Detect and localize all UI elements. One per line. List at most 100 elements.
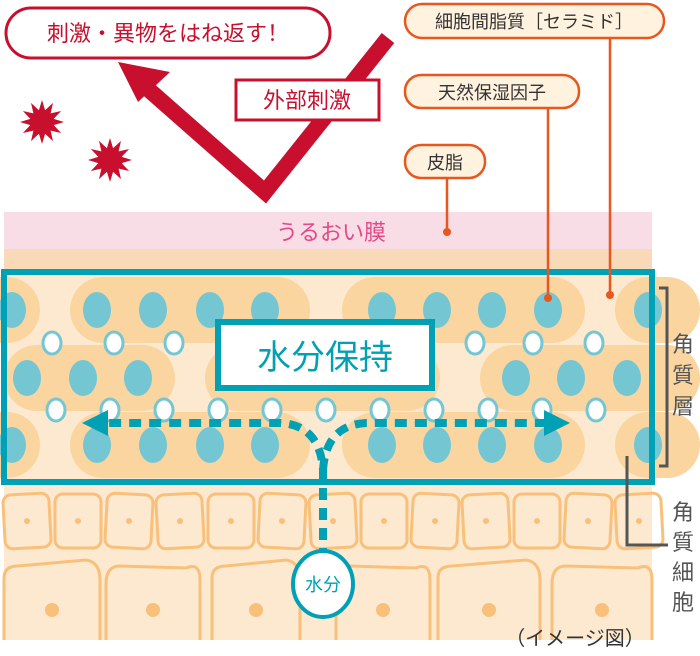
moisture-film-band bbox=[4, 212, 652, 249]
stimulus-arrow-head-icon bbox=[118, 62, 170, 102]
stratum-corneum-bracket bbox=[659, 286, 669, 468]
nmf-dot bbox=[634, 427, 662, 463]
nmf-dot bbox=[196, 427, 224, 463]
water-droplet bbox=[583, 330, 605, 356]
cell-nucleus bbox=[636, 518, 642, 524]
corneocyte-leader-line bbox=[625, 456, 668, 547]
cell-nucleus bbox=[146, 603, 160, 617]
stratum-corneum-frame bbox=[1, 269, 655, 485]
water-droplet bbox=[585, 397, 607, 423]
nmf-dot bbox=[69, 360, 97, 396]
lipid-pill bbox=[70, 412, 310, 478]
stratum-corneum-label-1: 角 bbox=[672, 333, 694, 358]
water-droplet bbox=[423, 397, 445, 423]
cell-nucleus bbox=[126, 518, 132, 524]
water-droplet bbox=[103, 330, 125, 356]
nmf-dot bbox=[83, 292, 111, 328]
moisture-film-label: うるおい膜 bbox=[276, 221, 386, 246]
nmf-dot bbox=[423, 427, 451, 463]
corneocyte-cell bbox=[53, 492, 103, 550]
sebum-label: 皮脂 bbox=[427, 153, 463, 174]
cell-nucleus bbox=[279, 518, 285, 524]
cell-nucleus bbox=[75, 518, 81, 524]
basal-cell bbox=[436, 558, 542, 640]
basal-cell bbox=[550, 564, 654, 640]
water-droplet bbox=[464, 330, 486, 356]
corneocyte-cell bbox=[613, 491, 665, 551]
nmf-dot bbox=[478, 427, 506, 463]
lipid-pill bbox=[480, 345, 700, 411]
corneocyte-cell bbox=[1, 491, 53, 551]
sebum-tag bbox=[403, 143, 487, 180]
irritant-starburst-icon bbox=[88, 138, 132, 182]
corneocyte-label-4: 胞 bbox=[672, 591, 694, 616]
water-droplet bbox=[41, 330, 63, 356]
nmf-dot bbox=[634, 292, 662, 328]
ceramide-label: 細胞間脂質［セラミド］ bbox=[435, 12, 633, 33]
corneocyte-cell bbox=[256, 491, 308, 551]
nmf-dot bbox=[478, 292, 506, 328]
repel-callout-label: 刺激・異物をはね返す！ bbox=[47, 22, 289, 47]
water-droplet bbox=[315, 397, 337, 423]
corneocyte-label-3: 細 bbox=[672, 561, 694, 586]
water-label: 水分 bbox=[305, 575, 341, 596]
cell-nucleus bbox=[249, 603, 263, 617]
arrow-right-icon bbox=[544, 410, 570, 436]
corneocyte-cell bbox=[562, 491, 614, 551]
repel-callout bbox=[4, 6, 332, 60]
nmf-dot bbox=[139, 427, 167, 463]
image-note: （イメージ図） bbox=[505, 626, 645, 650]
nmf-dot bbox=[124, 360, 152, 396]
water-droplet bbox=[477, 397, 499, 423]
stratum-corneum-label-3: 層 bbox=[672, 395, 694, 420]
water-retention-label: 水分保持 bbox=[257, 338, 393, 378]
nmf-dot bbox=[534, 292, 562, 328]
nmf-dot bbox=[534, 427, 562, 463]
cell-nucleus bbox=[483, 518, 489, 524]
water-circle bbox=[291, 549, 355, 619]
nmf-tag bbox=[403, 73, 581, 110]
nmf-dot bbox=[613, 360, 641, 396]
water-droplet bbox=[207, 397, 229, 423]
cell-nucleus bbox=[376, 603, 390, 617]
corneocyte-cell bbox=[460, 491, 512, 551]
ceramide-pointer-dot bbox=[606, 291, 614, 299]
nmf-dot bbox=[502, 360, 530, 396]
cell-nucleus bbox=[177, 518, 183, 524]
nmf-dot bbox=[251, 427, 279, 463]
cell-nucleus bbox=[482, 603, 496, 617]
water-flow-arrows bbox=[105, 419, 545, 560]
water-droplet bbox=[163, 330, 185, 356]
irritant-starburst-icon bbox=[20, 100, 64, 144]
nmf-dot bbox=[83, 427, 111, 463]
corneocyte-cell bbox=[206, 492, 256, 550]
nmf-dot bbox=[139, 292, 167, 328]
water-droplet bbox=[369, 397, 391, 423]
cell-nucleus bbox=[585, 518, 591, 524]
nmf-label: 天然保湿因子 bbox=[438, 83, 546, 104]
water-droplet bbox=[261, 397, 283, 423]
cell-nucleus bbox=[45, 603, 59, 617]
corneocyte-label-1: 角 bbox=[672, 501, 694, 526]
water-retention-box bbox=[215, 319, 435, 391]
label-leaders bbox=[445, 38, 612, 298]
nmf-dot bbox=[368, 427, 396, 463]
cell-nucleus bbox=[330, 518, 336, 524]
cell-nucleus bbox=[595, 603, 609, 617]
arrow-left-icon bbox=[82, 410, 108, 436]
sebum-pointer-dot bbox=[443, 228, 451, 236]
lipid-pill bbox=[342, 412, 585, 478]
cell-nucleus bbox=[534, 518, 540, 524]
corneocyte-cell bbox=[512, 492, 562, 550]
cell-nucleus bbox=[228, 518, 234, 524]
corneocyte-cell bbox=[359, 492, 409, 550]
cell-nucleus bbox=[381, 518, 387, 524]
cell-nucleus bbox=[432, 518, 438, 524]
external-stimulus-box bbox=[234, 78, 381, 122]
corneocyte-cell bbox=[409, 491, 461, 551]
basal-cell bbox=[104, 564, 202, 640]
sebum-band bbox=[4, 249, 652, 271]
nmf-dot bbox=[13, 360, 41, 396]
corneocyte-cells bbox=[1, 491, 665, 640]
